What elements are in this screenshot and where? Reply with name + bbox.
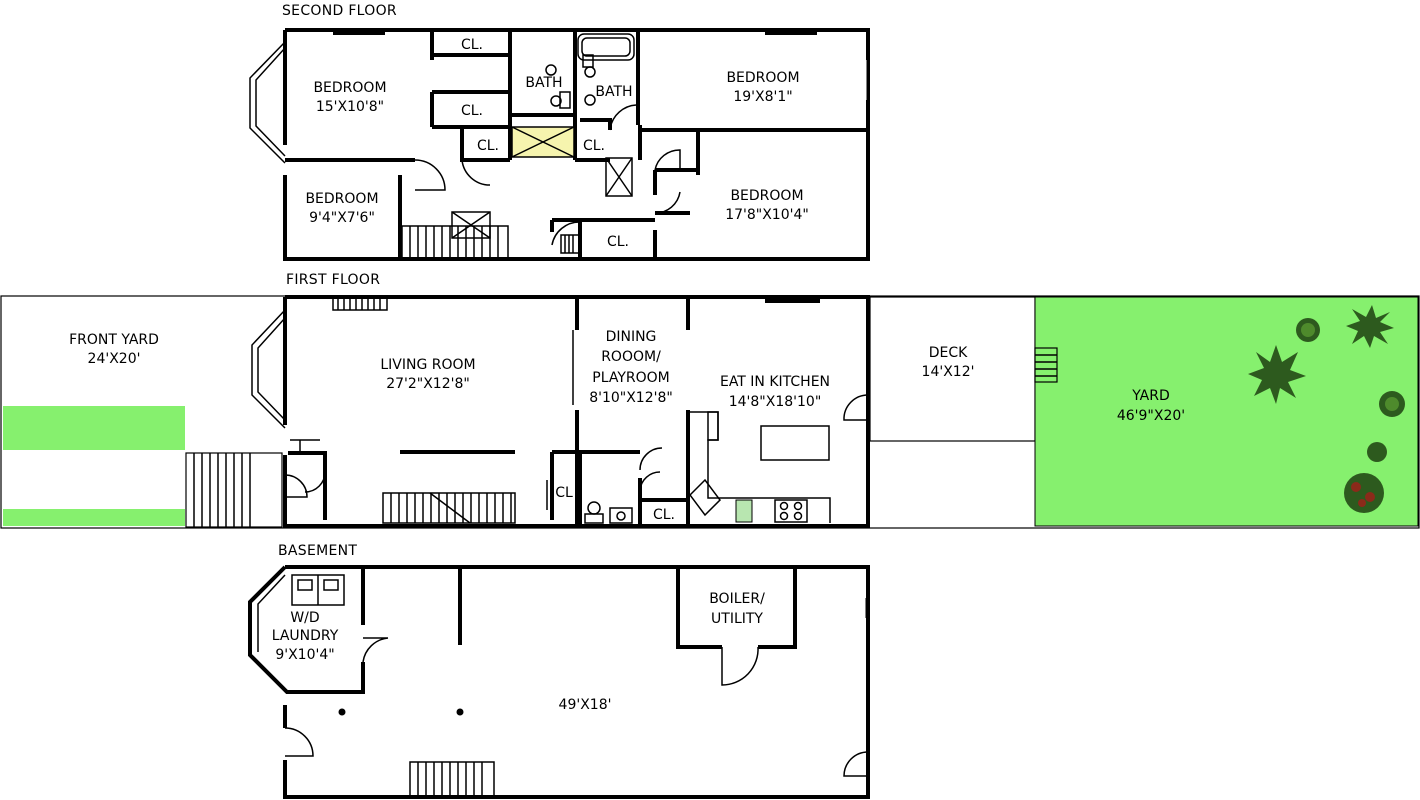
door-swing-icon: [284, 474, 308, 498]
laundry-label-2: LAUNDRY: [272, 628, 339, 644]
shrub-icon: [1367, 442, 1387, 462]
second-floor-label: SECOND FLOOR: [282, 3, 397, 19]
door-swing-icon: [414, 159, 446, 191]
closet-label: CL: [555, 485, 573, 501]
dining-label-2: ROOOM/: [601, 349, 661, 365]
stair-icon: [409, 761, 495, 797]
kitchen-name: EAT IN KITCHEN: [720, 374, 830, 390]
dishwasher-icon: [735, 499, 753, 523]
sink-icon: [689, 478, 721, 517]
washer-dryer-icon: [291, 574, 345, 606]
bedroom-front-dim: 15'X10'8": [316, 99, 384, 115]
closet-label: CL.: [583, 138, 605, 154]
second-floor: BEDROOM 15'X10'8" BEDROOM 9'4"X7'6" BEDR…: [249, 28, 870, 261]
door-swing-icon: [843, 394, 869, 421]
toilet-icon: [587, 501, 601, 515]
toilet-icon: [545, 64, 557, 76]
basement-label: BASEMENT: [278, 543, 357, 559]
yard-dim: 46'9"X20': [1117, 408, 1185, 424]
deck-dim: 14'X12': [922, 364, 975, 380]
front-yard-name: FRONT YARD: [69, 332, 159, 348]
laundry-dim: 9'X10'4": [275, 647, 334, 663]
kitchen-dim: 14'8"X18'10": [729, 394, 822, 410]
closet-label: CL.: [607, 234, 629, 250]
column-icon: [338, 708, 346, 716]
shrub-icon: [1248, 345, 1306, 404]
laundry-label-1: W/D: [290, 610, 319, 626]
bedroom-small-name: BEDROOM: [305, 191, 378, 207]
door-swing-icon: [639, 447, 663, 471]
stair-icon: [401, 225, 509, 259]
door-swing-icon: [362, 637, 389, 663]
door-swing-icon: [721, 646, 759, 686]
living-room-name: LIVING ROOM: [380, 357, 475, 373]
skylight-icon: [451, 211, 491, 239]
shrub-icon: [1296, 318, 1320, 342]
lawn-strip: [3, 509, 185, 526]
kitchen-island: [760, 425, 830, 461]
shrub-icon: [1344, 473, 1384, 513]
door-swing-icon: [843, 751, 869, 777]
basement-dim: 49'X18': [559, 697, 612, 713]
yard-name: YARD: [1131, 388, 1170, 404]
boiler-label-2: UTILITY: [711, 611, 763, 627]
bedroom-front-name: BEDROOM: [313, 80, 386, 96]
lawn-strip: [3, 406, 185, 450]
bedroom-rear1-name: BEDROOM: [726, 70, 799, 86]
dining-label-1: DINING: [606, 329, 657, 345]
bedroom-rear2-dim: 17'8"X10'4": [725, 207, 809, 223]
closet-label: CL.: [653, 507, 675, 523]
boiler-label-1: BOILER/: [709, 591, 765, 607]
shrub-icon: [1346, 305, 1394, 348]
bedroom-rear2-name: BEDROOM: [730, 188, 803, 204]
stove-icon: [774, 499, 808, 523]
bay-window-icon: [251, 309, 286, 429]
first-floor-label: FIRST FLOOR: [286, 272, 380, 288]
closet-label: CL.: [461, 103, 483, 119]
closet-label: CL.: [461, 37, 483, 53]
sink-icon: [609, 507, 633, 524]
closet-label: CL.: [477, 138, 499, 154]
sink-icon: [584, 94, 596, 106]
door-swing-icon: [284, 727, 314, 757]
dining-dim: 8'10"X12'8": [589, 390, 673, 406]
front-yard-dim: 24'X20': [88, 351, 141, 367]
bath-label-2: BATH: [595, 84, 632, 100]
tub-icon: [577, 33, 635, 61]
first-floor: FRONT YARD 24'X20' LIVING ROOM 27'2"X12'…: [0, 295, 1420, 529]
bath-label-1: BATH: [525, 75, 562, 91]
fireplace-icon: [332, 297, 388, 311]
bedroom-rear1-dim: 19'X8'1": [733, 89, 792, 105]
living-room-dim: 27'2"X12'8": [386, 376, 470, 392]
shrub-icon: [1379, 391, 1405, 417]
basement: W/D LAUNDRY 9'X10'4" BOILER/ UTILITY 49'…: [248, 565, 870, 799]
bedroom-small-dim: 9'4"X7'6": [309, 210, 375, 226]
deck-name: DECK: [929, 345, 968, 361]
window-icon: [333, 30, 385, 35]
dining-label-3: PLAYROOM: [592, 370, 669, 386]
bay-window-icon: [249, 41, 286, 164]
stair-icon: [1034, 347, 1058, 383]
stair-icon: [382, 492, 516, 524]
column-icon: [456, 708, 464, 716]
stair-icon: [185, 452, 283, 528]
